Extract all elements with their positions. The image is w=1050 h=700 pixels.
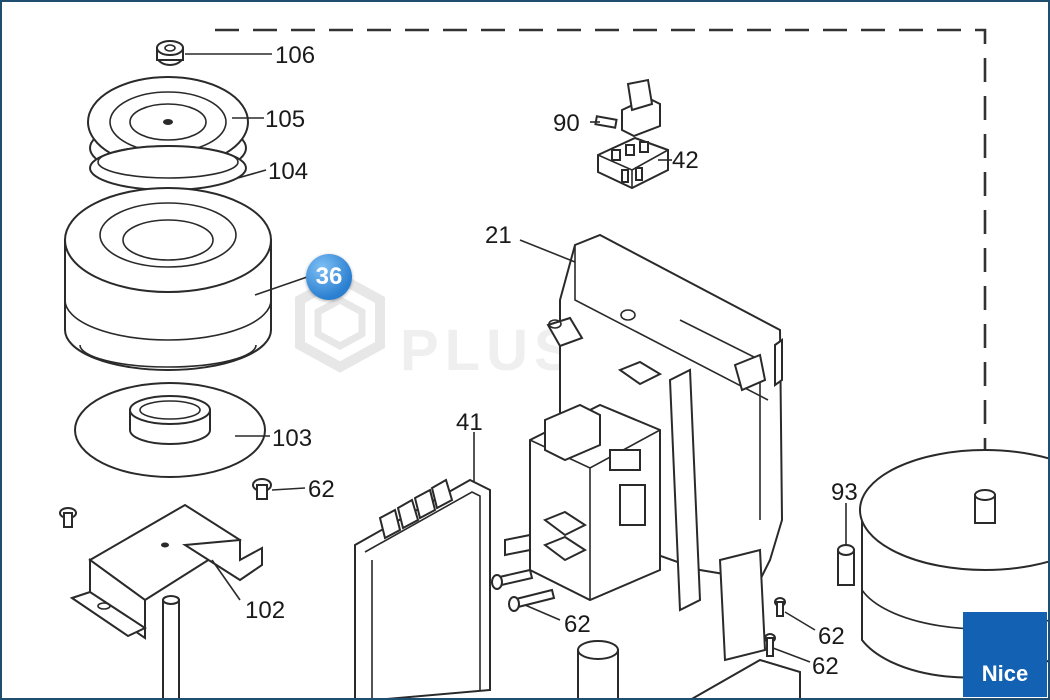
part-terminal-top xyxy=(621,78,661,138)
callout-labels: 106 105 104 103 62 102 90 42 21 41 62 62… xyxy=(245,42,858,680)
callout-21: 21 xyxy=(485,222,512,249)
callout-106: 106 xyxy=(275,42,315,69)
part-nut-106 xyxy=(156,40,184,66)
part-connector-42 xyxy=(597,136,669,190)
part-bracket-102 xyxy=(69,503,263,700)
callout-62-upper-left: 62 xyxy=(308,476,335,503)
highlight-badge-36[interactable]: 36 xyxy=(306,254,352,300)
part-panel-41 xyxy=(354,478,491,700)
callout-102: 102 xyxy=(245,597,285,624)
callout-103: 103 xyxy=(272,425,312,452)
callout-90: 90 xyxy=(553,110,580,137)
callout-41: 41 xyxy=(456,409,483,436)
callout-105: 105 xyxy=(265,106,305,133)
callout-104: 104 xyxy=(268,158,308,185)
callout-93: 93 xyxy=(831,479,858,506)
callout-42: 42 xyxy=(672,147,699,174)
part-bottom-sleeve xyxy=(577,640,801,700)
part-flange-103 xyxy=(74,382,266,478)
callout-62-right-lower: 62 xyxy=(812,653,839,680)
part-control-board xyxy=(504,403,661,602)
part-pin-90 xyxy=(594,115,618,129)
callout-62-right-upper: 62 xyxy=(818,623,845,650)
part-ring-104 xyxy=(89,145,247,191)
part-screw-62d xyxy=(764,633,776,657)
leader-lines xyxy=(185,53,847,663)
part-screw-62a xyxy=(252,478,272,500)
part-screw-62c xyxy=(774,597,786,617)
part-screw-left xyxy=(59,507,77,528)
part-drum-36 xyxy=(64,187,272,371)
callout-62-board: 62 xyxy=(564,611,591,638)
part-screw-93 xyxy=(837,544,855,586)
part-screws-62b xyxy=(491,568,556,612)
brand-logo: Nice xyxy=(963,612,1047,697)
